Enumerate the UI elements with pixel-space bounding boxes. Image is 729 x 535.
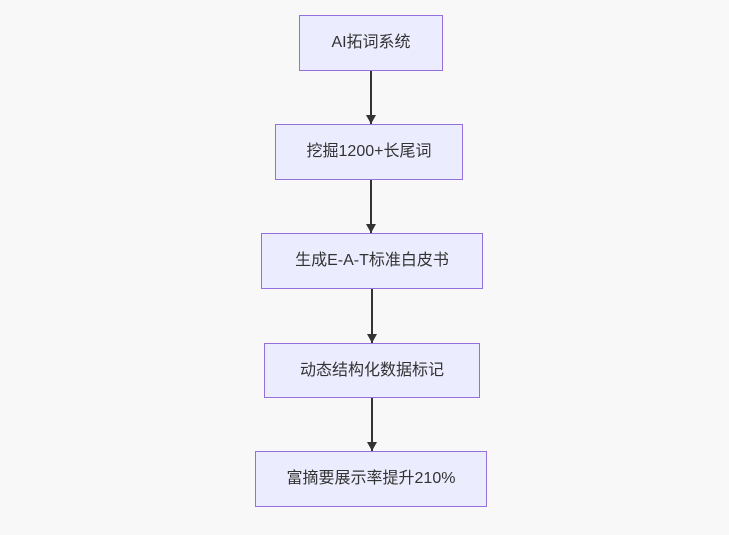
arrow-down-icon	[371, 398, 373, 451]
flowchart-node-ai-system: AI拓词系统	[299, 15, 443, 71]
arrow-down-icon	[370, 180, 372, 233]
flowchart-node-eat-whitepaper: 生成E-A-T标准白皮书	[261, 233, 483, 289]
node-label: 挖掘1200+长尾词	[306, 143, 432, 161]
node-label: AI拓词系统	[331, 34, 411, 52]
flowchart-node-rich-snippet-result: 富摘要展示率提升210%	[255, 451, 487, 507]
arrow-down-icon	[370, 71, 372, 124]
arrow-down-icon	[371, 289, 373, 343]
node-label: 富摘要展示率提升210%	[286, 470, 456, 488]
node-label: 动态结构化数据标记	[299, 361, 444, 379]
flowchart-node-longtail-words: 挖掘1200+长尾词	[275, 124, 463, 180]
node-label: 生成E-A-T标准白皮书	[295, 252, 449, 270]
flowchart-node-structured-data: 动态结构化数据标记	[264, 343, 480, 398]
